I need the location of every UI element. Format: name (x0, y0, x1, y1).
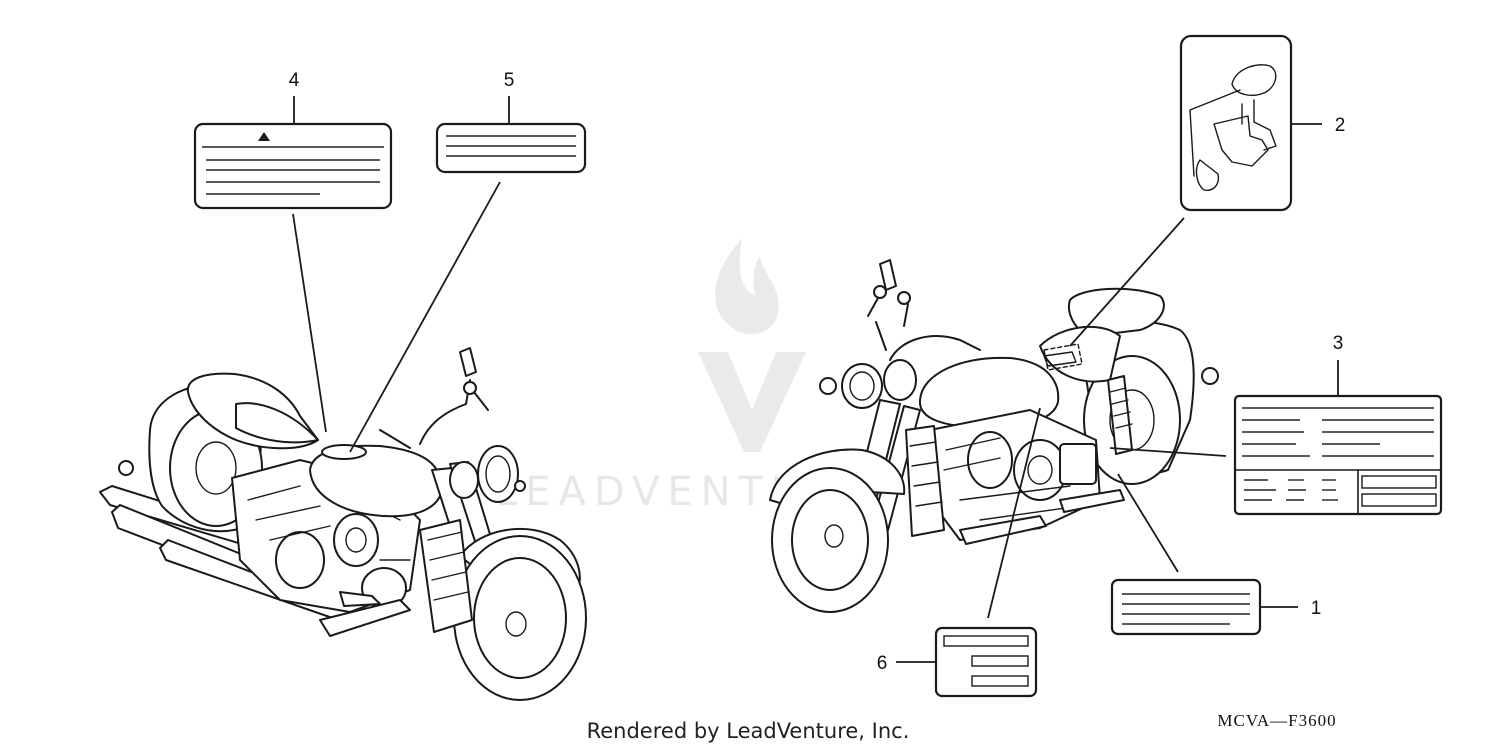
label-part-4[interactable] (193, 122, 393, 210)
handlebar-r (875, 321, 981, 361)
callout-5[interactable]: 5 (504, 70, 515, 91)
leader-3 (1109, 447, 1227, 457)
headlight-r (841, 363, 883, 409)
callout-6[interactable]: 6 (877, 653, 888, 674)
radiator-r (905, 425, 945, 537)
flame-logo-icon (715, 238, 779, 334)
handlebar (379, 379, 471, 449)
seat-r (1068, 287, 1165, 337)
label-part-5[interactable] (435, 122, 587, 174)
label-part-3[interactable] (1233, 394, 1443, 516)
credit-text: Rendered by LeadVenture, Inc. (587, 719, 910, 743)
motorcycle-right (769, 259, 1219, 613)
callout-2[interactable]: 2 (1335, 115, 1346, 136)
callout-4[interactable]: 4 (289, 70, 300, 91)
warning-triangle-icon (258, 132, 270, 141)
callout-3[interactable]: 3 (1333, 333, 1344, 354)
v-logo-icon (698, 352, 806, 452)
label-part-1[interactable] (1110, 578, 1262, 636)
label-part-2[interactable] (1179, 34, 1293, 212)
leader-4 (292, 213, 327, 433)
callout-1[interactable]: 1 (1311, 598, 1322, 619)
headlight (477, 445, 519, 503)
label-part-6[interactable] (934, 626, 1038, 698)
motorcycle-left (99, 347, 587, 701)
floorboard (319, 599, 411, 637)
helmet-holder-illustration-icon (1189, 64, 1277, 191)
leader-5 (349, 181, 501, 453)
leader-2 (1069, 217, 1185, 347)
floorboard-r (959, 515, 1047, 545)
leader-6 (987, 407, 1041, 619)
diagram-code: MCVA—F3600 (1217, 711, 1336, 730)
leader-1 (1117, 473, 1179, 573)
